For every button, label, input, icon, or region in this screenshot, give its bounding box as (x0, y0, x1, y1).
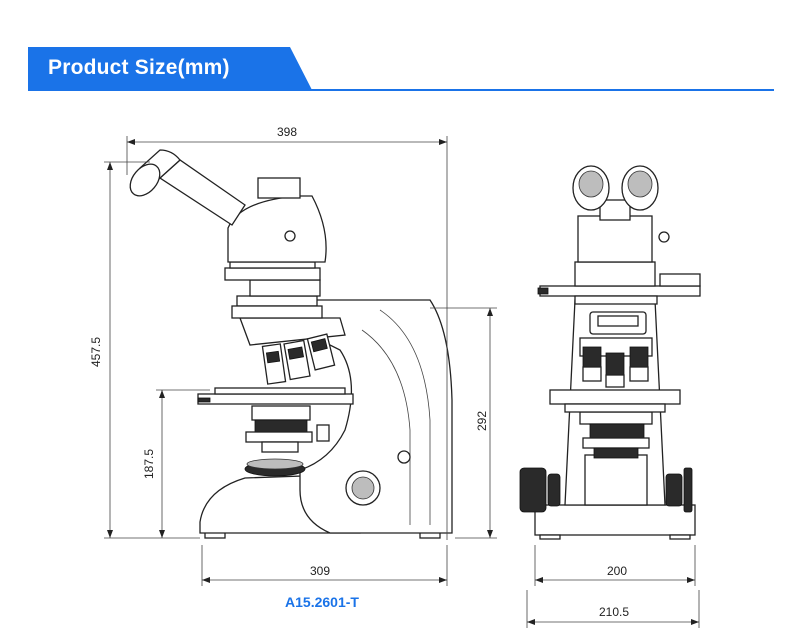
dim-side-overall-height: 457.5 (89, 337, 103, 367)
dim-side-overall-width: 398 (277, 125, 297, 139)
section-divider (28, 89, 774, 91)
front-view-dimension-lines (526, 545, 700, 628)
banner-shape (28, 47, 312, 90)
section-title: Product Size(mm) (48, 56, 230, 79)
front-view-microscope (519, 165, 701, 540)
dim-side-arm-height: 292 (475, 411, 489, 431)
model-number: A15.2601-T (285, 594, 359, 610)
dim-front-overall-width: 210.5 (599, 605, 629, 619)
section-banner: Product Size(mm) (28, 47, 312, 90)
dim-side-stage-height: 187.5 (142, 449, 156, 479)
dim-front-base-width: 200 (607, 564, 627, 578)
side-view-microscope (129, 149, 453, 539)
dim-side-base-width: 309 (310, 564, 330, 578)
side-view-dimension-lines (104, 136, 497, 586)
